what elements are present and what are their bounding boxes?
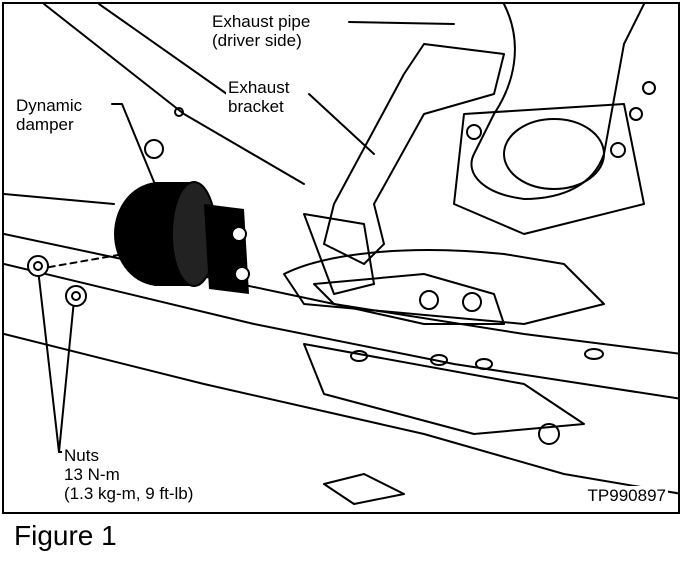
figure-code: TP990897	[585, 486, 668, 506]
frame-rail-edge	[4, 263, 678, 400]
exhaust-pipe-label-line1: Exhaust pipe	[212, 12, 311, 31]
dynamic-damper-label-line2: damper	[16, 115, 74, 134]
figure-caption: Figure 1	[14, 520, 117, 551]
nuts-label-line2: 13 N-m	[64, 465, 120, 484]
leader-exhaust-bracket	[308, 93, 375, 155]
exhaust-damper-illustration	[4, 4, 678, 505]
exhaust-bracket	[323, 43, 505, 265]
exhaust-pipe-label: Exhaust pipe (driver side)	[210, 12, 313, 50]
frame-rail-lower	[4, 333, 678, 495]
nuts-label-line3: (1.3 kg-m, 9 ft-lb)	[64, 484, 194, 503]
nuts-label: Nuts 13 N-m (1.3 kg-m, 9 ft-lb)	[62, 446, 196, 503]
floor-line-3	[4, 193, 115, 205]
leader-nuts-2	[58, 299, 75, 453]
crossmember	[283, 249, 605, 325]
dynamic-damper-shape	[114, 181, 250, 294]
exhaust-pipe-opening	[503, 118, 605, 190]
exhaust-bracket-label-line2: bracket	[228, 97, 284, 116]
nut-shapes	[27, 255, 87, 307]
figure-frame: Exhaust pipe (driver side) Exhaust brack…	[2, 2, 680, 514]
crossmember-lower	[303, 343, 585, 435]
leader-exhaust-pipe	[348, 21, 455, 25]
bracket-plate	[313, 273, 505, 325]
dynamic-damper-label-line1: Dynamic	[16, 96, 83, 115]
exhaust-pipe-label-line2: (driver side)	[212, 31, 302, 50]
dynamic-damper-label: Dynamic damper	[14, 96, 85, 134]
floor-line-2	[98, 4, 235, 100]
nuts-label-line1: Nuts	[64, 446, 99, 465]
exhaust-flange	[453, 103, 645, 235]
exhaust-pipe-body	[470, 4, 645, 200]
leader-dynamic-damper	[111, 103, 155, 183]
floor-line-1	[43, 4, 305, 185]
exhaust-bracket-label-line1: Exhaust	[228, 78, 290, 97]
exhaust-bracket-label: Exhaust bracket	[226, 78, 292, 116]
